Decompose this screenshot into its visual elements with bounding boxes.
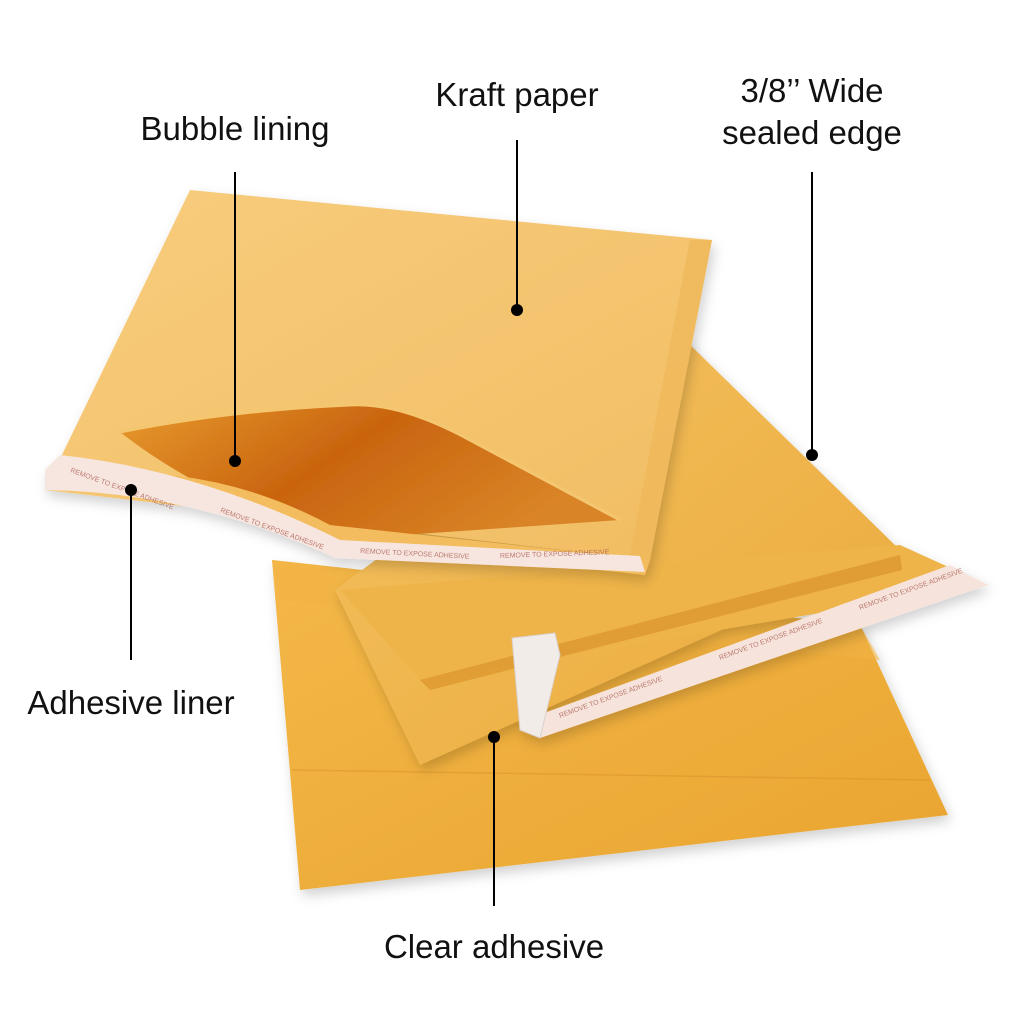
- callout-dot: [125, 484, 137, 496]
- front-envelope: [45, 190, 712, 575]
- callout-bubble-lining-pointer: [229, 172, 241, 467]
- callout-kraft-paper-pointer: [511, 140, 523, 316]
- label-text: 3/8’’ Wide: [740, 72, 884, 109]
- label-sealed-edge: 3/8’’ Wide sealed edge: [722, 70, 902, 154]
- label-text: Adhesive liner: [27, 684, 235, 721]
- label-kraft-paper: Kraft paper: [435, 74, 598, 116]
- label-text: Clear adhesive: [383, 928, 605, 965]
- callout-clear-adhesive-pointer: [488, 731, 500, 906]
- callout-dot: [229, 455, 241, 467]
- label-text: Bubble lining: [140, 110, 330, 147]
- label-text: Kraft paper: [435, 76, 599, 113]
- svg-text:REMOVE TO EXPOSE ADHESIVE: REMOVE TO EXPOSE ADHESIVE: [500, 549, 610, 560]
- callout-dot: [488, 731, 500, 743]
- label-clear-adhesive: Clear adhesive: [384, 926, 604, 968]
- callout-dot: [511, 304, 523, 316]
- callout-adhesive-liner-pointer: [125, 484, 137, 660]
- callout-sealed-edge-pointer: [806, 172, 818, 461]
- callout-dot: [806, 449, 818, 461]
- label-text: sealed edge: [722, 114, 902, 151]
- label-adhesive-liner: Adhesive liner: [27, 682, 234, 724]
- label-bubble-lining: Bubble lining: [141, 108, 330, 150]
